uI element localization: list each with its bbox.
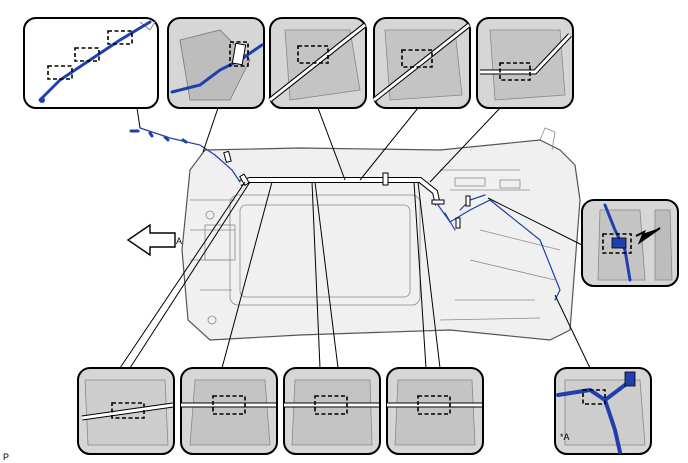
detail-panel-bottom-1 xyxy=(77,367,175,455)
detail-panel-bottom-2 xyxy=(180,367,278,455)
detail-panel-top-1 xyxy=(23,17,159,109)
detail-panel-top-4 xyxy=(372,17,471,109)
roof-body xyxy=(181,127,581,341)
main-harness xyxy=(129,127,561,301)
arrow-left-icon xyxy=(126,223,176,257)
direction-letter: A xyxy=(176,236,182,246)
callout-a-label: *A xyxy=(560,432,570,442)
detail-panel-bottom-4 xyxy=(386,367,484,455)
leader-lines xyxy=(119,107,591,369)
arrow-pointer-icon xyxy=(635,227,661,245)
page-code: P xyxy=(3,452,9,462)
detail-panel-top-3 xyxy=(268,17,367,109)
detail-panel-bottom-3 xyxy=(283,367,381,455)
detail-panel-top-5 xyxy=(476,17,574,109)
detail-panel-top-2 xyxy=(167,17,265,109)
detail-panel-right xyxy=(581,199,679,287)
detail-panel-bottom-5 xyxy=(554,367,652,455)
